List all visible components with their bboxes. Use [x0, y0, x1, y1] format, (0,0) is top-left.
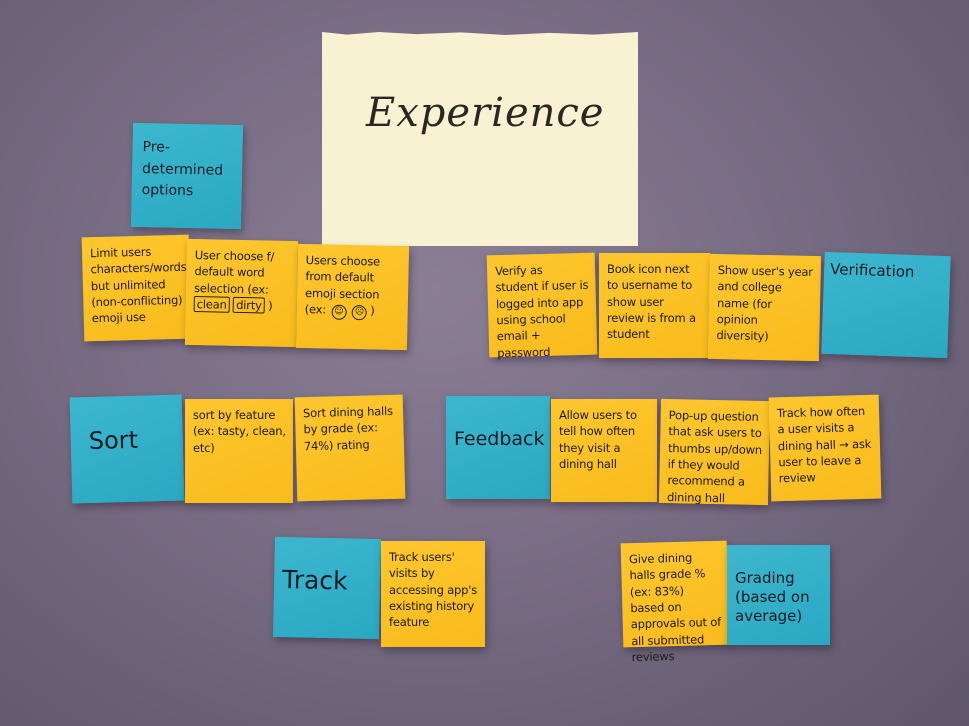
note-feedback: Feedback — [446, 396, 550, 499]
note-show-year-text: Show user's year and college name (for o… — [716, 263, 813, 344]
note-allow-users: Allow users to tell how often they visit… — [551, 399, 657, 502]
note-limit-users-text: Limit users characters/words but unlimit… — [89, 244, 187, 326]
note-user-choose-end: ) — [268, 298, 273, 313]
note-predetermined-text: Pre-determined options — [141, 139, 224, 200]
note-grading-text: Grading (based on average) — [735, 569, 810, 625]
note-book-text: Book icon next to username to show user … — [607, 262, 696, 342]
note-user-choose-words: User choose f/ default word selection (e… — [184, 238, 299, 348]
note-book-icon: Book icon next to username to show user … — [599, 253, 710, 358]
dirty-box: dirty — [232, 296, 265, 314]
note-limit-users: Limit users characters/words but unlimit… — [81, 234, 192, 342]
clean-box: clean — [193, 295, 230, 313]
note-track-visits-text: Track users' visits by accessing app's e… — [389, 550, 477, 630]
note-track-text: Track — [281, 565, 348, 596]
note-give-grade: Give dining halls grade % (ex: 83%) base… — [620, 540, 730, 664]
note-sort-feature: sort by feature (ex: tasty, clean, etc) — [185, 399, 293, 503]
smiley-icon: ☺ — [331, 304, 347, 320]
note-feedback-text: Feedback — [454, 428, 545, 450]
frown-icon: ☹ — [351, 304, 368, 321]
note-sort-feature-text: sort by feature (ex: tasty, clean, etc) — [193, 408, 286, 455]
note-sort-text: Sort — [88, 425, 139, 455]
note-track-often-text: Track how often a user visits a dining h… — [776, 403, 872, 486]
note-verification: Verification — [821, 251, 951, 359]
note-predetermined-options: Pre-determined options — [130, 122, 244, 230]
note-popup-question: Pop-up question that ask users to thumbs… — [658, 398, 771, 506]
note-emoji-end: ) — [370, 303, 375, 318]
note-track: Track — [272, 536, 382, 640]
experience-title: Experience — [366, 90, 605, 136]
note-sort: Sort — [69, 394, 185, 504]
note-popup-text: Pop-up question that ask users to thumbs… — [666, 408, 763, 505]
note-users-choose-emoji: Users choose from default emoji section … — [295, 243, 410, 351]
note-sort-dining-text: Sort dining halls by grade (ex: 74%) rat… — [302, 403, 394, 453]
experience-paper: Experience — [322, 32, 638, 246]
note-grading: Grading (based on average) — [727, 545, 830, 645]
note-verify-text: Verify as student if user is logged into… — [494, 262, 589, 360]
note-track-visits: Track users' visits by accessing app's e… — [381, 541, 485, 647]
note-give-grade-text: Give dining halls grade % (ex: 83%) base… — [628, 550, 722, 665]
note-sort-dining: Sort dining halls by grade (ex: 74%) rat… — [294, 394, 406, 502]
note-verification-text: Verification — [829, 260, 915, 281]
note-show-year: Show user's year and college name (for o… — [707, 253, 822, 362]
note-track-often: Track how often a user visits a dining h… — [768, 394, 882, 502]
note-user-choose-text: User choose f/ default word selection (e… — [193, 248, 275, 297]
note-allow-users-text: Allow users to tell how often they visit… — [559, 408, 637, 471]
note-verify-student: Verify as student if user is logged into… — [486, 252, 598, 360]
